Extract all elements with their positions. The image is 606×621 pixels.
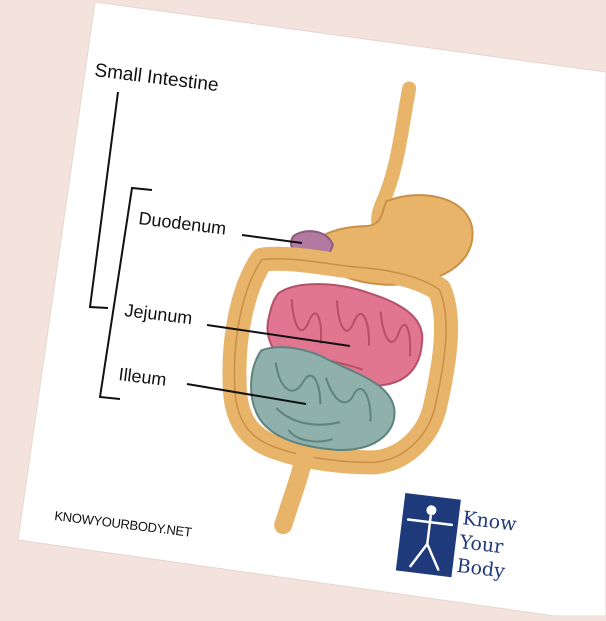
vitruvian-man-icon bbox=[396, 493, 461, 577]
